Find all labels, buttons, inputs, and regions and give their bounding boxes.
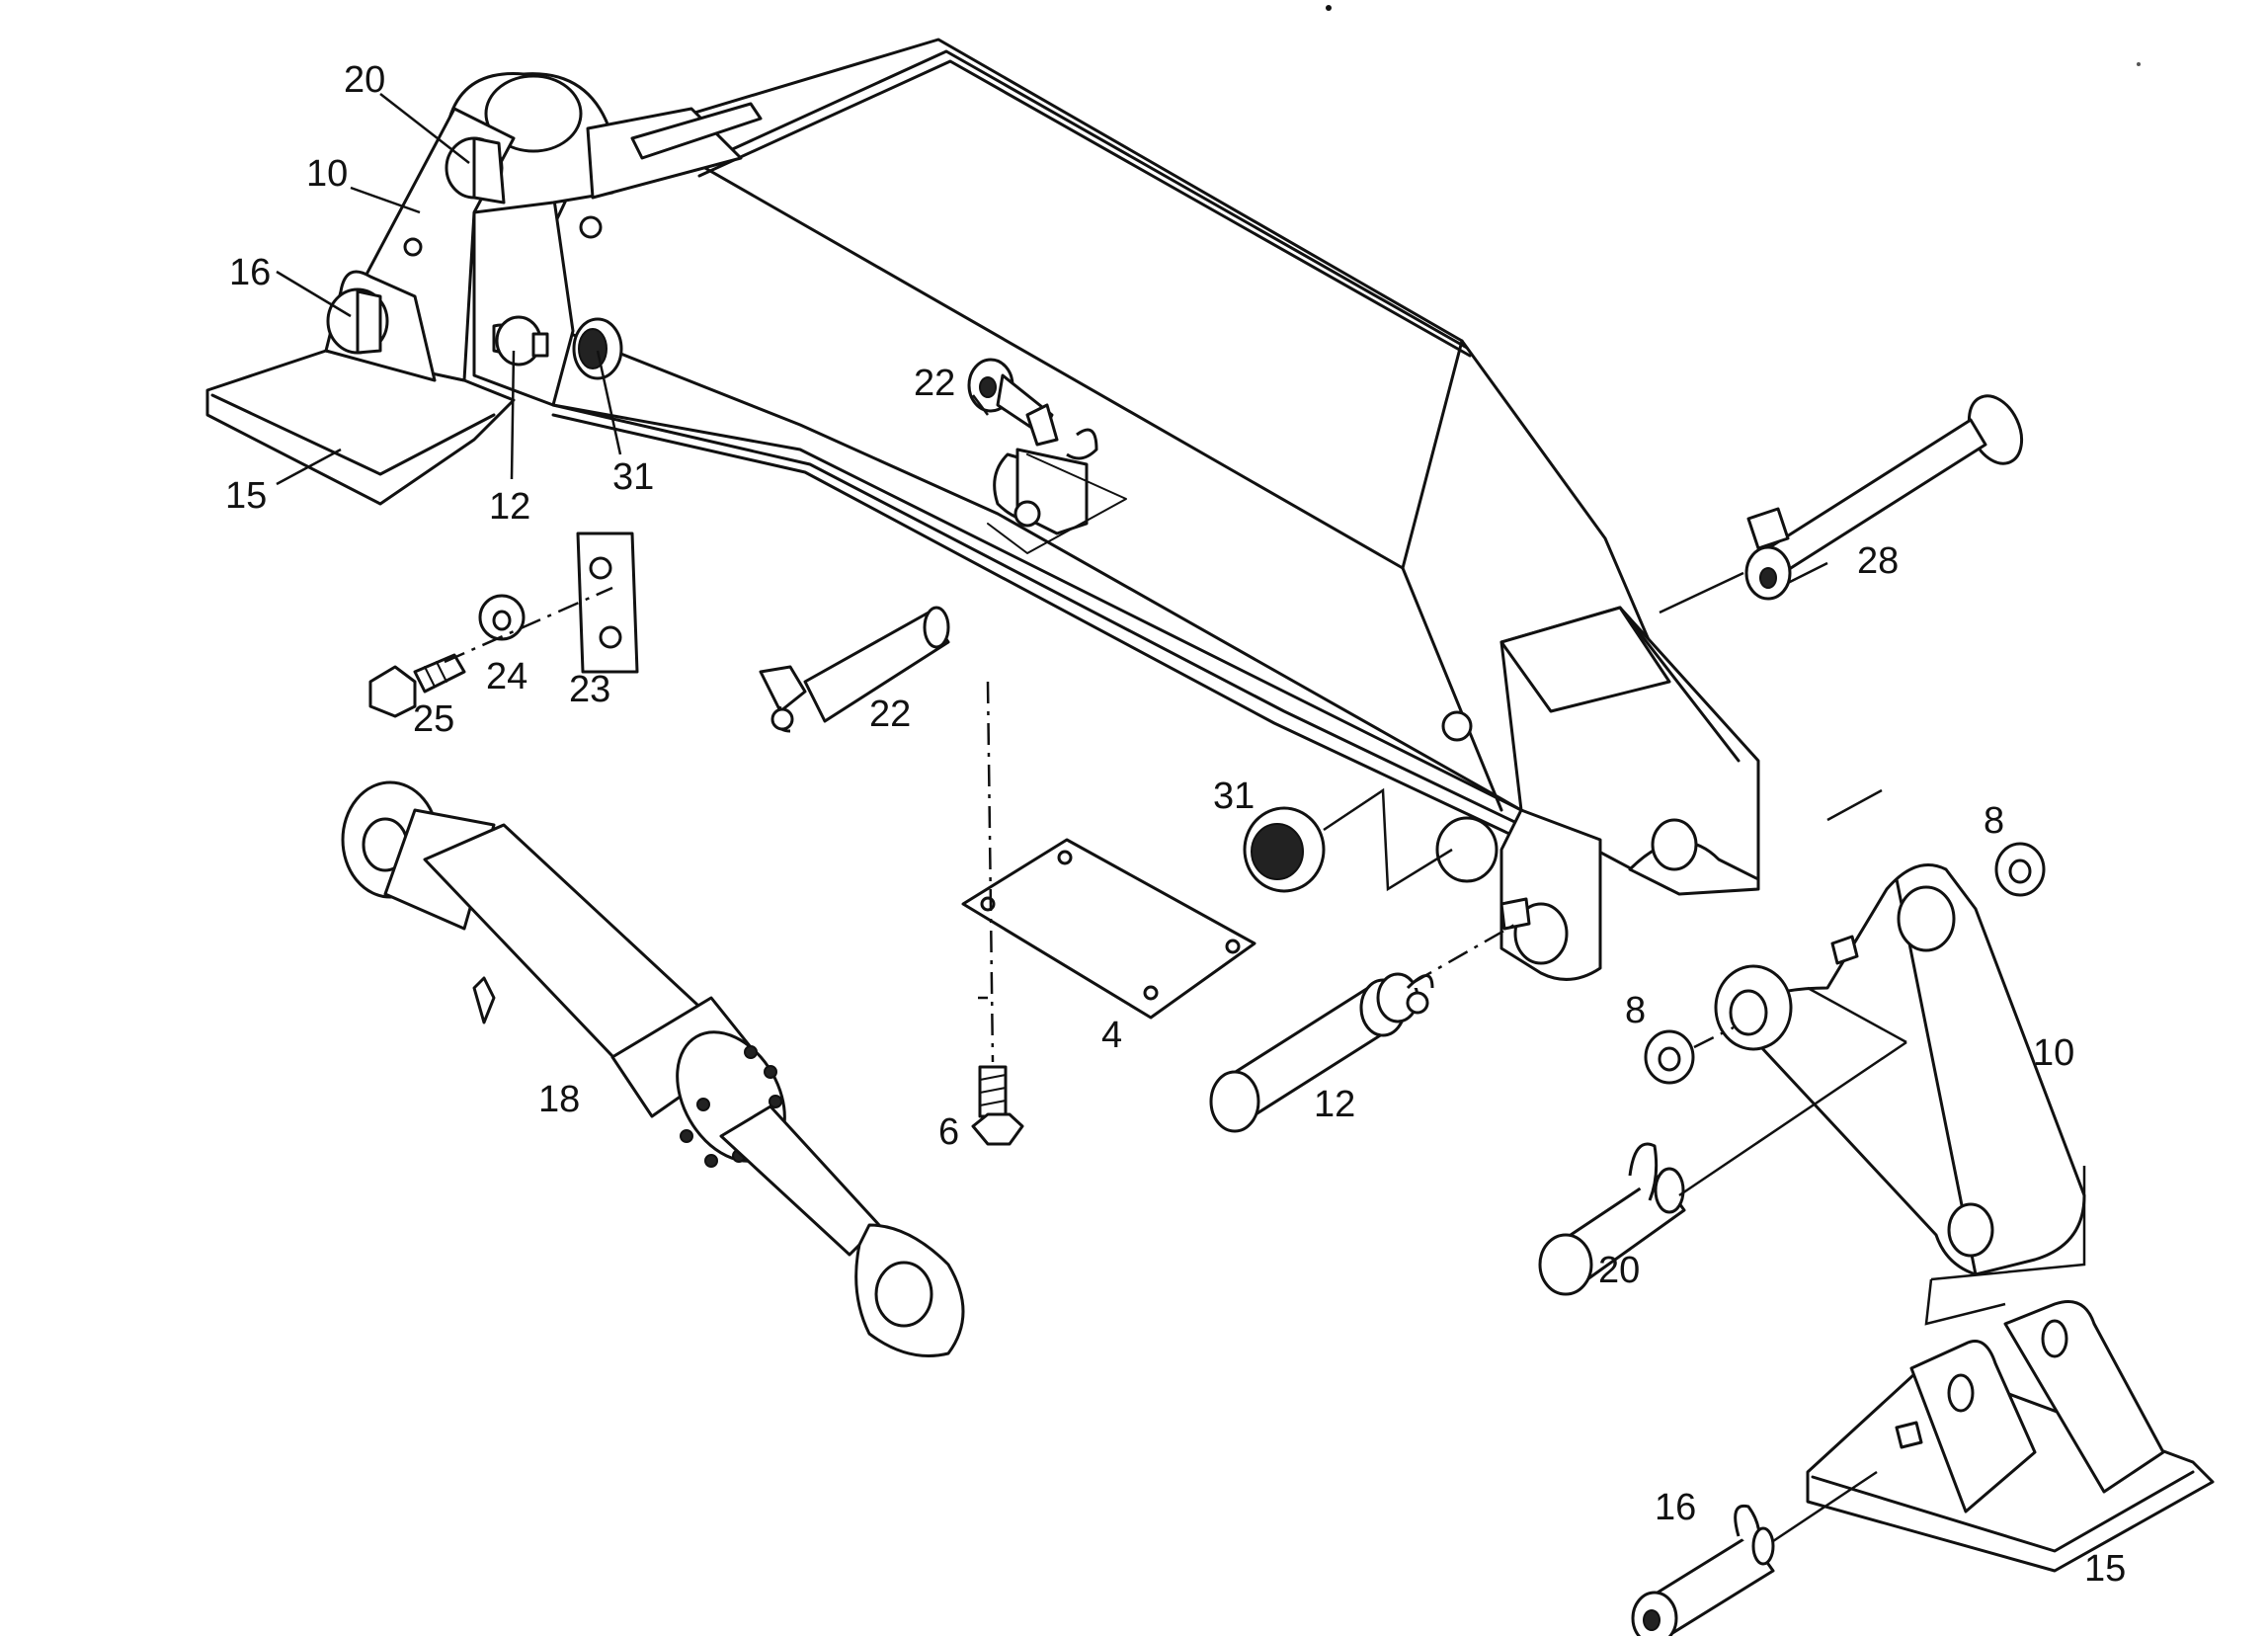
- hydraulic-cylinder-18: [341, 780, 965, 1357]
- label-6: 6: [938, 1111, 959, 1153]
- washer-8-upper: [1994, 842, 2046, 897]
- label-10-top: 10: [306, 153, 348, 195]
- cover-31-lower: [1243, 806, 1326, 893]
- label-8-lower: 8: [1625, 990, 1646, 1031]
- screw-6: [971, 1065, 1024, 1146]
- label-15-lower: 15: [2084, 1548, 2126, 1590]
- label-31-lower: 31: [1213, 776, 1255, 817]
- label-16-lower: 16: [1655, 1487, 1696, 1528]
- label-4: 4: [1101, 1015, 1122, 1056]
- label-leaders: [276, 93, 989, 486]
- label-15-top: 15: [225, 475, 267, 517]
- cover-31-top: [572, 317, 623, 380]
- pin-12-lower: [1209, 972, 1434, 1133]
- label-10-right: 10: [2033, 1032, 2074, 1074]
- label-28: 28: [1857, 540, 1899, 582]
- pin-28: [1744, 394, 2024, 601]
- right-bracket-15: [1806, 1300, 2215, 1573]
- label-22-lower: 22: [869, 694, 911, 735]
- hook-22-upper: [967, 358, 1127, 554]
- label-12-lower: 12: [1314, 1084, 1355, 1125]
- plate-23: [576, 532, 639, 674]
- callout-labels: 20 10 16 15 12 31 22 28 24 23 25 22 31 8…: [225, 59, 2126, 1590]
- washer-8-lower: [1644, 1029, 1695, 1085]
- pin-22-lower: [759, 606, 950, 733]
- boom-arm: [447, 38, 1760, 981]
- washer-24: [478, 594, 526, 641]
- label-16-top: 16: [229, 252, 271, 293]
- label-25: 25: [413, 698, 454, 740]
- label-8-upper: 8: [1984, 800, 2004, 842]
- label-31-top: 31: [612, 456, 654, 498]
- bolt-25: [368, 653, 466, 718]
- label-20-lower: 20: [1598, 1250, 1640, 1291]
- pin-12-boom: [495, 315, 549, 367]
- plate-4: [961, 838, 1256, 1020]
- pin-16-lower: [1631, 1504, 1775, 1636]
- label-22-upper: 22: [914, 363, 955, 404]
- label-18: 18: [538, 1079, 580, 1120]
- pin-20-top: [445, 136, 506, 204]
- label-20-top: 20: [344, 59, 385, 101]
- link-10-right: [1714, 863, 2086, 1276]
- label-23: 23: [569, 669, 610, 710]
- pin-16-top: [326, 287, 389, 355]
- pin-20-lower: [1538, 1142, 1686, 1296]
- label-24: 24: [486, 656, 527, 697]
- label-12-top: 12: [489, 486, 530, 528]
